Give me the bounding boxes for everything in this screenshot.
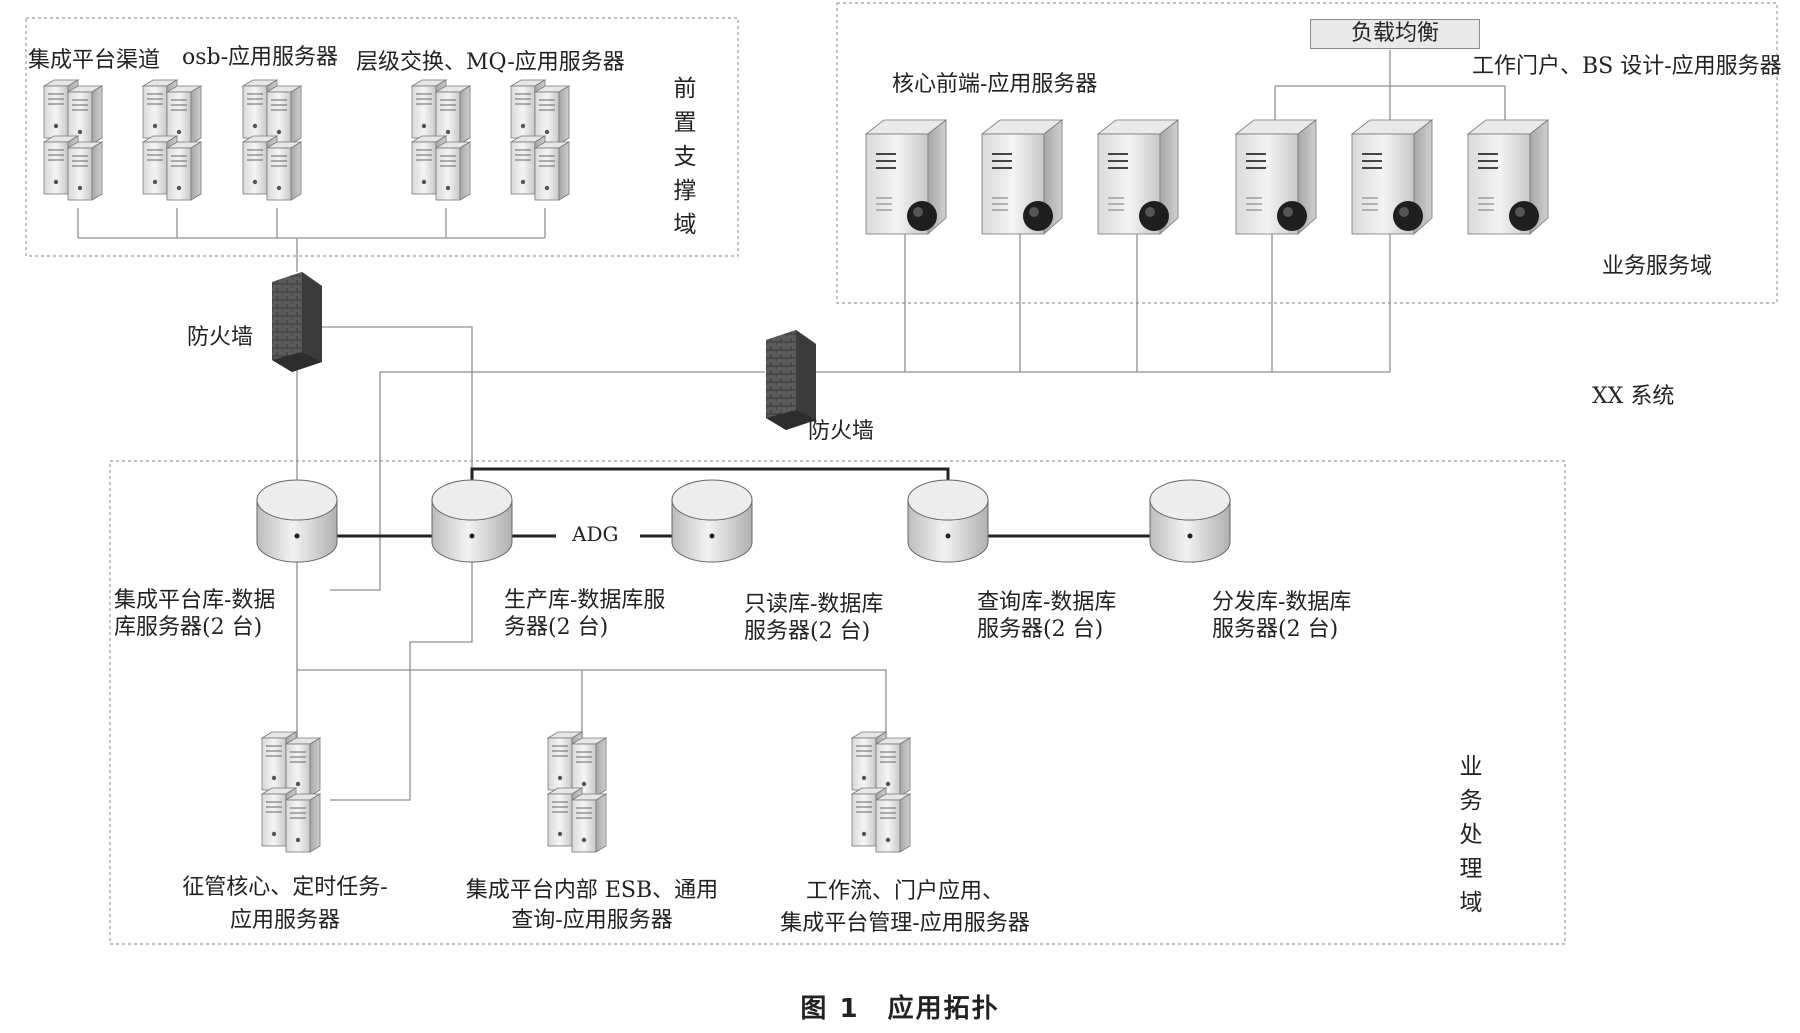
workflow-portal-label-line1: 工作流、门户应用、 xyxy=(805,879,1004,904)
query-db-label-line1: 查询库-数据库 xyxy=(977,590,1117,615)
esb-query-server-icon xyxy=(546,731,608,853)
portal-bs-server-label: 工作门户、BS 设计-应用服务器 xyxy=(1472,54,1782,79)
adg-label: ADG xyxy=(566,522,625,546)
osb-server-icon-1 xyxy=(141,79,203,201)
front-domain-box xyxy=(25,17,739,257)
portal-bs-server-icon-3 xyxy=(1466,119,1550,235)
core-frontend-server-icon-3 xyxy=(1096,119,1180,235)
integration-db-label-line2: 库服务器(2 台) xyxy=(114,615,263,640)
production-db-icon xyxy=(431,479,513,563)
workflow-portal-server-icon xyxy=(850,731,912,853)
production-db-label-line2: 务器(2 台) xyxy=(504,615,609,640)
left-firewall-label: 防火墙 xyxy=(187,325,254,350)
query-db-label-line2: 服务器(2 台) xyxy=(977,617,1104,642)
query-db-icon xyxy=(907,479,989,563)
integration-channel-server-icon xyxy=(42,79,104,201)
portal-bs-server-icon-1 xyxy=(1234,119,1318,235)
integration-channel-label: 集成平台渠道 xyxy=(28,48,161,73)
business-processing-domain-box xyxy=(109,460,1566,945)
business-service-domain-box xyxy=(836,2,1778,304)
integration-db-icon xyxy=(256,479,338,563)
readonly-db-label-line2: 服务器(2 台) xyxy=(744,619,871,644)
exchange-mq-server-label: 层级交换、MQ-应用服务器 xyxy=(356,50,625,75)
system-label: XX 系统 xyxy=(1592,384,1675,409)
workflow-portal-label-line2: 集成平台管理-应用服务器 xyxy=(780,911,1030,936)
core-frontend-server-label: 核心前端-应用服务器 xyxy=(892,72,1098,97)
figure-caption: 图 1 应用拓扑 xyxy=(800,994,1000,1024)
integration-db-label-line1: 集成平台库-数据 xyxy=(114,588,276,613)
readonly-db-icon xyxy=(671,479,753,563)
exchange-mq-server-icon-1 xyxy=(410,79,472,201)
production-db-label-line1: 生产库-数据库服 xyxy=(504,588,666,613)
distribution-db-label-line2: 服务器(2 台) xyxy=(1212,617,1339,642)
business-service-domain-label: 业务服务域 xyxy=(1602,254,1713,279)
portal-bs-server-icon-2 xyxy=(1350,119,1434,235)
center-firewall-label: 防火墙 xyxy=(808,419,875,444)
distribution-db-icon xyxy=(1149,479,1231,563)
exchange-mq-server-icon-2 xyxy=(509,79,571,201)
osb-server-icon-2 xyxy=(241,79,303,201)
front-domain-label: 前置支撑域 xyxy=(673,76,697,238)
connection-lines xyxy=(77,50,1506,801)
esb-query-label-line1: 集成平台内部 ESB、通用 xyxy=(465,878,719,903)
readonly-db-label-line1: 只读库-数据库 xyxy=(744,592,884,617)
osb-server-label: osb-应用服务器 xyxy=(182,45,339,70)
collection-core-label-line2: 应用服务器 xyxy=(229,908,340,933)
center-firewall-icon xyxy=(766,330,816,430)
core-frontend-server-icon-2 xyxy=(980,119,1064,235)
load-balancer-box: 负载均衡 xyxy=(1310,19,1480,49)
collection-core-label-line1: 征管核心、定时任务- xyxy=(182,875,388,900)
distribution-db-label-line1: 分发库-数据库 xyxy=(1212,590,1352,615)
core-frontend-server-icon-1 xyxy=(864,119,948,235)
esb-query-label-line2: 查询-应用服务器 xyxy=(511,908,673,933)
left-firewall-icon xyxy=(272,272,322,372)
collection-core-server-icon xyxy=(260,731,322,853)
business-processing-domain-label: 业务处理域 xyxy=(1459,754,1483,916)
